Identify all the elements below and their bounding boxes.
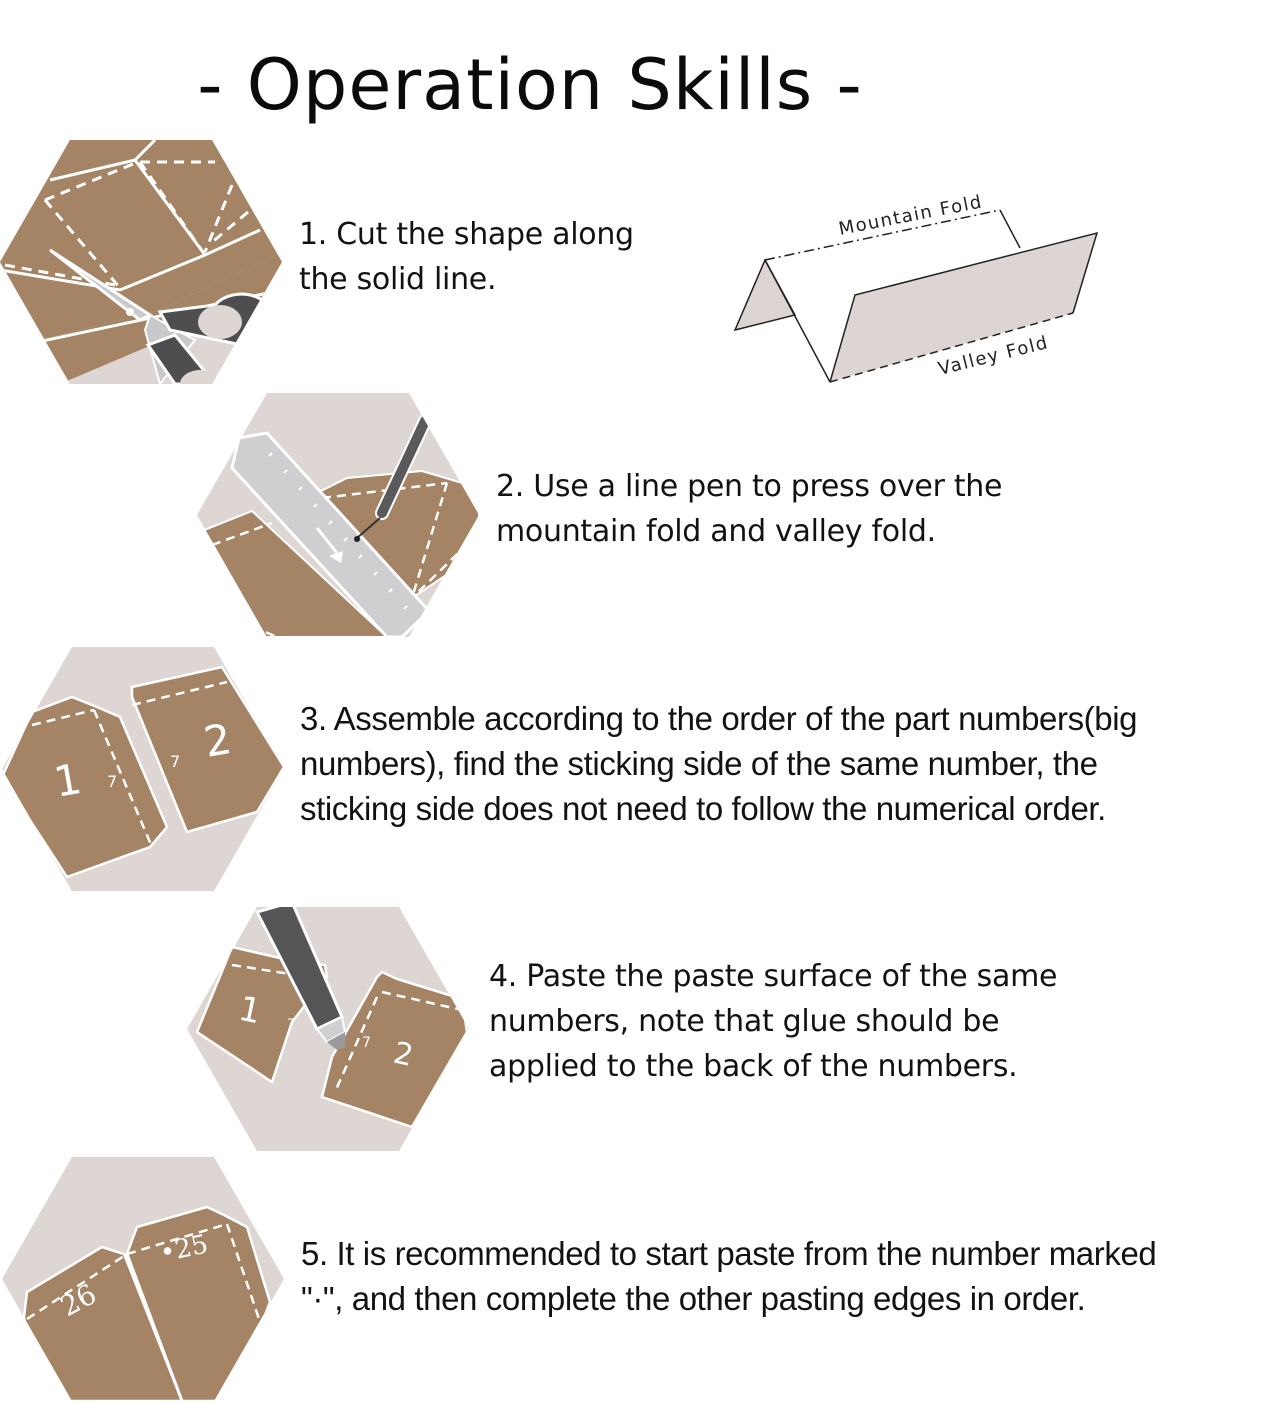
tab-number-2: 7 (362, 1035, 371, 1051)
tab-number-2: 7 (170, 752, 180, 771)
step-2-line-2: mountain fold and valley fold. (496, 514, 936, 549)
step-4-line-3: applied to the back of the numbers. (489, 1049, 1018, 1084)
tab-number-1: 7 (287, 1017, 296, 1033)
step-3-text: 3. Assemble according to the order of th… (300, 696, 1138, 831)
step-3-line-2: numbers), find the sticking side of the … (300, 745, 1098, 782)
step-5-line-1: 5. It is recommended to start paste from… (301, 1235, 1157, 1272)
step-5-line-2: "·", and then complete the other pasting… (301, 1280, 1086, 1317)
step-3-illustration: 1 7 2 7 (2, 647, 284, 891)
step-1-line-2: the solid line. (299, 262, 497, 297)
tab-number-1: 7 (107, 772, 117, 791)
step-3-line-3: sticking side does not need to follow th… (300, 790, 1106, 827)
line-pen-ruler-icon (197, 393, 479, 637)
step-1-illustration (0, 140, 282, 384)
step-3-line-1: 3. Assemble according to the order of th… (300, 700, 1138, 737)
fold-types-diagram: Mountain Fold Valley Fold (730, 185, 1110, 385)
mountain-valley-fold-icon: Mountain Fold Valley Fold (733, 191, 1099, 383)
glue-pen-icon: 1 7 2 7 (187, 907, 469, 1151)
numbered-parts-icon: 1 7 2 7 (2, 647, 284, 891)
marked-start-parts-icon: 26 •25 (2, 1157, 284, 1401)
step-4-text: 4. Paste the paste surface of the same n… (489, 954, 1057, 1089)
scissors-icon (0, 140, 282, 384)
step-5-illustration: 26 •25 (2, 1157, 284, 1401)
step-2-illustration (197, 393, 479, 637)
step-1-line-1: 1. Cut the shape along (299, 217, 634, 252)
step-4-line-2: numbers, note that glue should be (489, 1004, 1000, 1039)
step-1-text: 1. Cut the shape along the solid line. (299, 212, 634, 302)
step-4-line-1: 4. Paste the paste surface of the same (489, 959, 1058, 994)
step-2-line-1: 2. Use a line pen to press over the (496, 469, 1003, 504)
page-title: - Operation Skills - (197, 43, 863, 126)
step-4-illustration: 1 7 2 7 (187, 907, 469, 1151)
step-2-text: 2. Use a line pen to press over the moun… (496, 464, 1002, 554)
step-5-text: 5. It is recommended to start paste from… (301, 1231, 1157, 1321)
mountain-fold-label: Mountain Fold (837, 191, 985, 240)
